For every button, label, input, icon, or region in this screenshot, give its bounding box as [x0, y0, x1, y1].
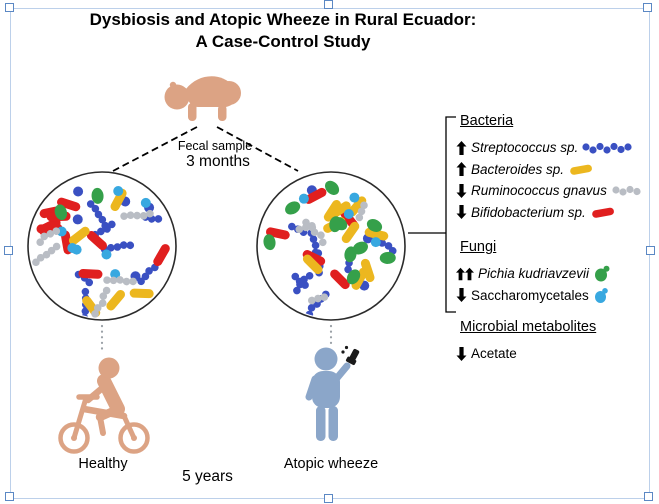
atopic-wheeze-child-icon	[305, 345, 360, 441]
healthy-microbiome-circle	[26, 170, 178, 327]
finding-row: Saccharomycetales	[456, 285, 658, 307]
pichia-icon	[595, 266, 610, 282]
finding-row: Pichia kudriavzevii	[456, 263, 658, 285]
bacteroides-icon	[570, 164, 592, 175]
up-arrow-icon	[456, 140, 467, 155]
findings-panel: Bacteria Streptococcus sp. Bacteroides s…	[456, 113, 658, 365]
taxon-name: Streptococcus sp.	[471, 140, 579, 156]
healthy-label: Healthy	[78, 456, 128, 472]
healthy-child-icon	[58, 357, 150, 454]
figure-title-line2: A Case-Control Study	[195, 31, 371, 51]
streptococcus-icon	[582, 142, 632, 154]
taxon-name: Saccharomycetales	[471, 287, 589, 303]
finding-row: Bacteroides sp.	[456, 159, 658, 181]
finding-row: Acetate	[456, 343, 658, 365]
inhaler-icon	[341, 345, 360, 366]
selection-handle-bottom-left[interactable]	[5, 492, 14, 501]
baseline-age-label: 3 months	[186, 153, 250, 170]
taxon-name: Pichia kudriavzevii	[478, 266, 590, 282]
section-heading-bacteria: Bacteria	[460, 113, 514, 129]
metabolite-name: Acetate	[471, 346, 517, 362]
followup-age-label: 5 years	[182, 468, 233, 485]
finding-row: Ruminococcus gnavus	[456, 180, 658, 202]
selection-handle-top-right[interactable]	[643, 3, 652, 12]
selection-handle-bottom-center[interactable]	[324, 494, 333, 503]
down-arrow-icon	[456, 183, 467, 198]
saccharomycetales-icon	[594, 287, 608, 303]
fecal-sample-label: Fecal sample	[177, 139, 253, 153]
down-arrow-icon	[456, 288, 467, 303]
figure-title-line1: Dysbiosis and Atopic Wheeze in Rural Ecu…	[89, 10, 477, 29]
up-arrow-icon	[456, 162, 467, 177]
wheeze-microbiome-circle	[255, 170, 407, 327]
taxon-name: Ruminococcus gnavus	[471, 183, 607, 199]
taxon-name: Bacteroides sp.	[471, 161, 565, 177]
selection-handle-middle-left[interactable]	[4, 246, 13, 255]
bifidobacterium-icon	[591, 207, 614, 218]
double-up-arrow-icon	[456, 267, 474, 281]
down-arrow-icon	[456, 346, 467, 361]
atopic-wheeze-label: Atopic wheeze	[283, 456, 379, 472]
selection-handle-top-center[interactable]	[324, 0, 333, 9]
finding-row: Bifidobacterium sp.	[456, 202, 658, 224]
section-heading-metabolites: Microbial metabolites	[460, 319, 597, 335]
baby-icon	[164, 76, 241, 121]
ruminococcus-icon	[612, 186, 641, 196]
selection-handle-middle-right[interactable]	[646, 246, 655, 255]
taxon-name: Bifidobacterium sp.	[471, 204, 586, 220]
finding-row: Streptococcus sp.	[456, 137, 658, 159]
selection-handle-top-left[interactable]	[5, 3, 14, 12]
selection-handle-bottom-right[interactable]	[644, 492, 653, 501]
section-heading-fungi: Fungi	[460, 239, 497, 255]
down-arrow-icon	[456, 205, 467, 220]
figure-title: Dysbiosis and Atopic Wheeze in Rural Ecu…	[33, 9, 533, 53]
